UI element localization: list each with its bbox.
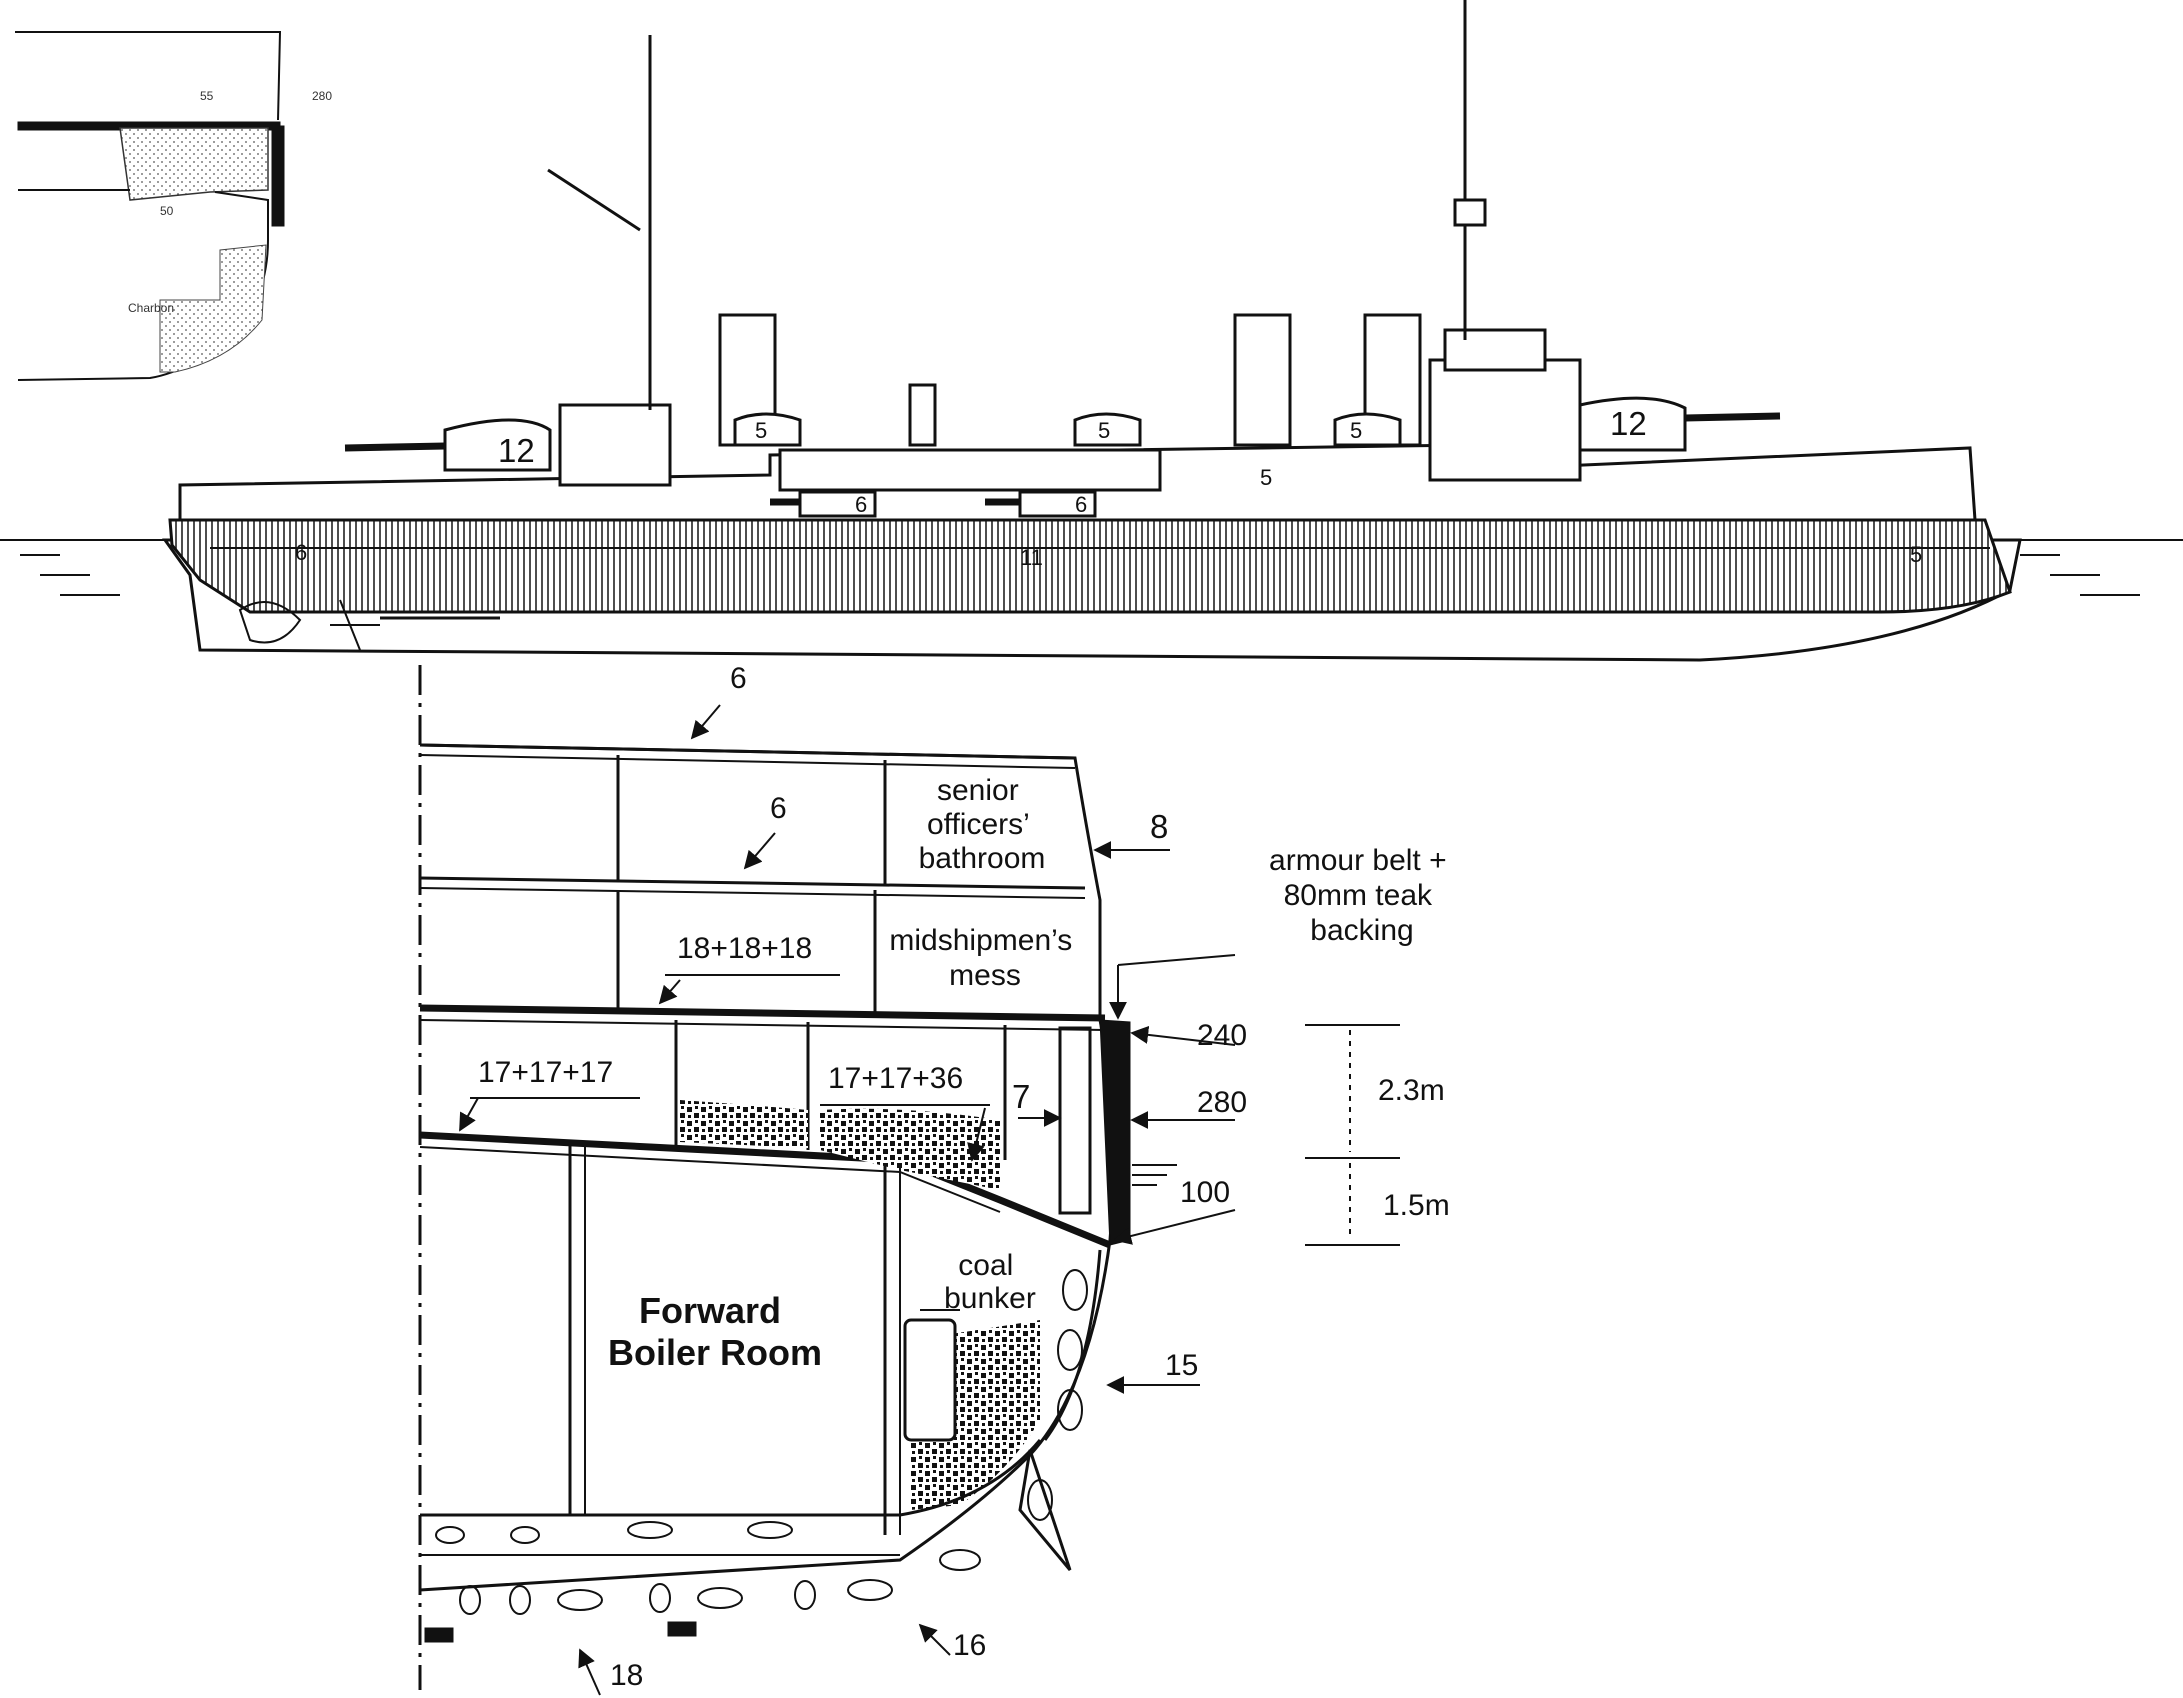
armour-belt-leader <box>1117 954 1236 966</box>
arrow-bottom <box>578 1648 601 1696</box>
armoured-deck-label: 18+18+18 <box>677 932 812 965</box>
inset-label-charbon: Charbon <box>128 301 174 315</box>
inset-belt-plate <box>271 125 285 227</box>
arrow-protective-deck-inner <box>459 1097 479 1132</box>
wing-turret-1 <box>733 412 802 447</box>
belt-dimensions <box>1305 1024 1400 1246</box>
casemate-fwd <box>798 490 877 518</box>
belt-100-label: 100 <box>1180 1176 1230 1209</box>
pointer-arrows <box>459 704 1236 1696</box>
docking-keel-2 <box>667 1621 697 1637</box>
bottom-label: 18 <box>610 1659 643 1692</box>
boiler-room-label: Forward Boiler Room <box>608 1290 822 1373</box>
coal-upper-left <box>680 1100 808 1148</box>
belt-label-aft: 5 <box>1910 542 1922 567</box>
bunker-door <box>903 1318 957 1442</box>
coal-upper-right <box>820 1108 1000 1190</box>
protective-deck-outer-label: 17+17+36 <box>828 1062 963 1095</box>
fwd-turret-label: 12 <box>498 432 535 469</box>
fwd-main-gun <box>344 442 446 452</box>
arrow-belt-240 <box>1130 1025 1236 1046</box>
coal-bunker-label: coal bunker <box>944 1249 1036 1315</box>
fore-mast-derrick <box>547 168 641 232</box>
aft-bridge <box>1443 328 1547 372</box>
armour-inset-sketch: 55 280 50 Charbon <box>15 31 332 381</box>
main-deck-inner <box>419 887 1086 899</box>
belt-label-mid: 11 <box>1020 545 1043 570</box>
protective-deck-inner-label: 17+17+17 <box>478 1056 613 1089</box>
propeller-shaft-icon <box>330 599 380 651</box>
wing-turret-label-3: 5 <box>1350 418 1362 443</box>
armour-note-label: armour belt + 80mm teak backing <box>1269 844 1455 947</box>
aft-main-turret <box>1578 396 1687 452</box>
arrow-armoured-deck <box>658 979 681 1005</box>
wing-turret-label-4: 5 <box>1260 465 1272 490</box>
secondary-gun-label-1: 6 <box>855 492 867 517</box>
inner-bottom <box>420 1439 1042 1517</box>
armoured-deck-inner <box>419 1019 1106 1031</box>
upper-deck <box>419 743 1076 760</box>
inset-upper-hull-line <box>15 31 282 121</box>
wing-turret-label-1: 5 <box>755 418 767 443</box>
bilge-inner <box>1043 1249 1102 1441</box>
vent-stack <box>908 383 937 447</box>
mess-room-label: midshipmen’s mess <box>889 924 1080 992</box>
upper-deck-inner <box>419 754 1076 769</box>
wing-turret-2 <box>1073 412 1142 447</box>
armour-belt-band <box>168 518 2012 614</box>
main-mast-top <box>1453 198 1487 227</box>
cofferdam <box>1058 1026 1092 1215</box>
bilge-label: 16 <box>953 1629 986 1662</box>
inset-coal-stipple <box>159 244 267 373</box>
bilge-keel <box>1018 1449 1072 1571</box>
docking-keel-1 <box>424 1627 454 1643</box>
inset-label-55: 55 <box>200 89 214 103</box>
arrow-main-deck <box>743 832 776 870</box>
casemate-aft <box>1018 490 1097 518</box>
belt-240-label: 240 <box>1197 1019 1247 1052</box>
main-deck-label: 6 <box>770 792 787 825</box>
inset-armour-block <box>119 127 269 201</box>
wing-turret-3 <box>1333 412 1402 447</box>
arrow-belt-100 <box>1113 1209 1236 1245</box>
belt-height-lower-label: 1.5m <box>1383 1189 1450 1222</box>
arrow-upper-deck <box>690 704 721 740</box>
inset-label-280: 280 <box>312 89 332 103</box>
aft-superstructure <box>1428 358 1582 482</box>
main-deck <box>419 876 1086 890</box>
fwd-superstructure <box>558 403 672 487</box>
arrow-protective-deck-outer <box>967 1107 986 1162</box>
officers-room-label: senior officers’ bathroom <box>919 774 1046 875</box>
belt-280-label: 280 <box>1197 1086 1247 1119</box>
belt-height-upper-label: 2.3m <box>1378 1074 1445 1107</box>
ship-profile: 12 12 5 5 5 5 6 6 6 11 5 <box>0 0 2183 662</box>
section-waterline-marks <box>1132 1164 1177 1186</box>
bulkhead-label: 7 <box>1012 1078 1030 1115</box>
cross-section: 6 6 8 senior officers’ bathroom midshipm… <box>418 662 1455 1696</box>
propeller-icon <box>238 601 302 644</box>
secondary-gun-label-2: 6 <box>1075 492 1087 517</box>
armour-belt <box>1099 1019 1131 1246</box>
aft-main-gun <box>1684 412 1781 422</box>
hull-side-label: 15 <box>1165 1349 1198 1382</box>
lightening-holes <box>435 1269 1088 1615</box>
belt-label-fwd: 6 <box>295 540 307 565</box>
upper-deck-label: 6 <box>730 662 747 695</box>
aft-turret-label: 12 <box>1610 405 1647 442</box>
wing-turret-label-2: 5 <box>1098 418 1110 443</box>
side-plating-label: 8 <box>1150 808 1168 845</box>
arrow-bilge <box>918 1623 951 1656</box>
fwd-main-turret <box>443 418 552 472</box>
funnel-2 <box>1233 313 1292 447</box>
mid-superstructure <box>778 448 1162 492</box>
water-marks <box>20 554 2140 596</box>
inset-label-50: 50 <box>160 204 174 218</box>
armoured-deck <box>419 1004 1106 1022</box>
